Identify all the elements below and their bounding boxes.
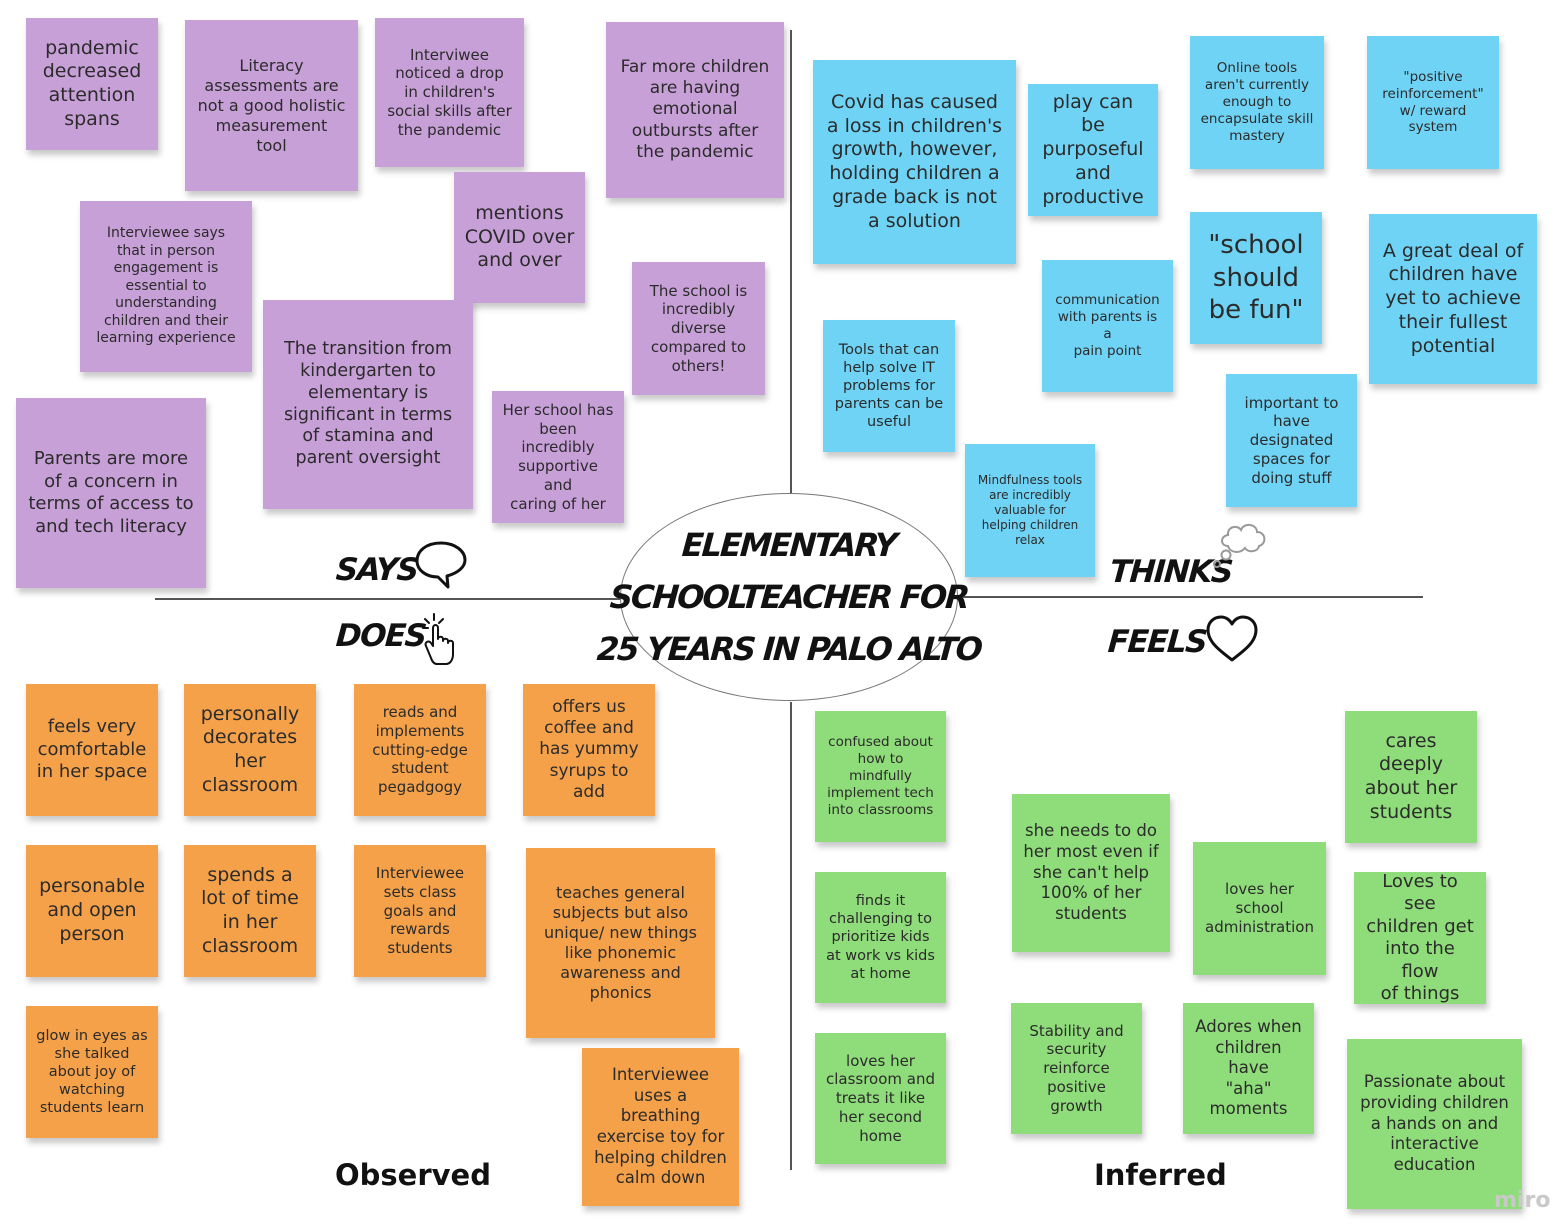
speech-bubble-icon — [415, 541, 467, 589]
says-label: SAYS — [334, 552, 419, 588]
thought-cloud-icon — [1213, 524, 1266, 568]
sticky-note-does[interactable]: teaches general subjects but also unique… — [526, 848, 715, 1038]
persona-title-line-3: 25 YEARS IN PALO ALTO — [595, 630, 983, 668]
sticky-note-does[interactable]: personable and open person — [26, 845, 158, 977]
sticky-note-thinks[interactable]: important to have designated spaces for … — [1226, 374, 1357, 507]
inferred-label: Inferred — [1094, 1158, 1227, 1192]
sticky-note-says[interactable]: Interviwee noticed a drop in children's … — [375, 18, 524, 167]
sticky-note-thinks[interactable]: communication with parents is a pain poi… — [1042, 260, 1173, 392]
sticky-note-says[interactable]: The transition from kindergarten to elem… — [263, 300, 473, 509]
sticky-note-feels[interactable]: Passionate about providing children a ha… — [1347, 1039, 1522, 1209]
sticky-note-feels[interactable]: finds it challenging to prioritize kids … — [815, 872, 946, 1003]
persona-title-line-2: SCHOOLTEACHER FOR — [608, 578, 970, 616]
persona-title: ELEMENTARY SCHOOLTEACHER FOR 25 YEARS IN… — [596, 493, 982, 701]
sticky-note-does[interactable]: feels very comfortable in her space — [26, 684, 158, 816]
sticky-note-does[interactable]: spends a lot of time in her classroom — [184, 845, 316, 977]
sticky-note-thinks[interactable]: A great deal of children have yet to ach… — [1369, 214, 1537, 384]
sticky-note-does[interactable]: glow in eyes as she talked about joy of … — [26, 1006, 158, 1138]
sticky-note-feels[interactable]: cares deeply about her students — [1345, 711, 1477, 843]
sticky-note-feels[interactable]: Adores when children have "aha" moments — [1183, 1003, 1314, 1134]
sticky-note-feels[interactable]: she needs to do her most even if she can… — [1012, 794, 1170, 952]
feels-label: FEELS — [1106, 624, 1208, 660]
horizontal-divider-right — [957, 596, 1423, 598]
sticky-note-feels[interactable]: Loves to see children get into the flow … — [1354, 871, 1486, 1004]
sticky-note-says[interactable]: Far more children are having emotional o… — [606, 22, 784, 198]
miro-watermark: miro — [1494, 1188, 1551, 1213]
sticky-note-says[interactable]: Her school has been incredibly supportiv… — [492, 391, 624, 523]
sticky-note-does[interactable]: offers us coffee and has yummy syrups to… — [523, 684, 655, 816]
sticky-note-thinks[interactable]: "positive reinforcement" w/ reward syste… — [1367, 36, 1499, 169]
sticky-note-says[interactable]: Parents are more of a concern in terms o… — [16, 398, 206, 588]
sticky-note-feels[interactable]: confused about how to mindfully implemen… — [815, 711, 946, 842]
sticky-note-says[interactable]: The school is incredibly diverse compare… — [632, 262, 765, 395]
sticky-note-thinks[interactable]: Covid has caused a loss in children's gr… — [813, 60, 1016, 264]
sticky-note-feels[interactable]: Stability and security reinforce positiv… — [1011, 1003, 1142, 1134]
sticky-note-thinks[interactable]: play can be purposeful and productive — [1028, 84, 1158, 216]
sticky-note-thinks[interactable]: Mindfulness tools are incredibly valuabl… — [965, 444, 1095, 577]
does-label: DOES — [334, 618, 427, 654]
vertical-divider-top — [790, 30, 792, 495]
heart-icon — [1206, 615, 1258, 662]
sticky-note-says[interactable]: mentions COVID over and over — [454, 172, 585, 303]
sticky-note-does[interactable]: reads and implements cutting-edge studen… — [354, 684, 486, 816]
sticky-note-thinks[interactable]: Online tools aren't currently enough to … — [1190, 36, 1324, 169]
sticky-note-says[interactable]: Literacy assessments are not a good holi… — [185, 20, 358, 191]
pointing-hand-icon — [422, 613, 454, 665]
sticky-note-thinks[interactable]: Tools that can help solve IT problems fo… — [823, 320, 955, 452]
observed-label: Observed — [335, 1158, 491, 1192]
sticky-note-says[interactable]: Interviewee says that in person engageme… — [80, 201, 252, 372]
sticky-note-thinks[interactable]: "school should be fun" — [1190, 212, 1322, 344]
vertical-divider-bottom — [790, 702, 792, 1170]
horizontal-divider-left — [155, 598, 622, 600]
persona-title-line-1: ELEMENTARY — [680, 526, 898, 564]
sticky-note-feels[interactable]: loves her school administration — [1193, 842, 1326, 975]
sticky-note-says[interactable]: pandemic decreased attention spans — [26, 18, 158, 150]
sticky-note-feels[interactable]: loves her classroom and treats it like h… — [815, 1033, 946, 1164]
sticky-note-does[interactable]: personally decorates her classroom — [184, 684, 316, 816]
sticky-note-does[interactable]: Interviewee uses a breathing exercise to… — [582, 1048, 739, 1206]
sticky-note-does[interactable]: Interviewee sets class goals and rewards… — [354, 845, 486, 977]
